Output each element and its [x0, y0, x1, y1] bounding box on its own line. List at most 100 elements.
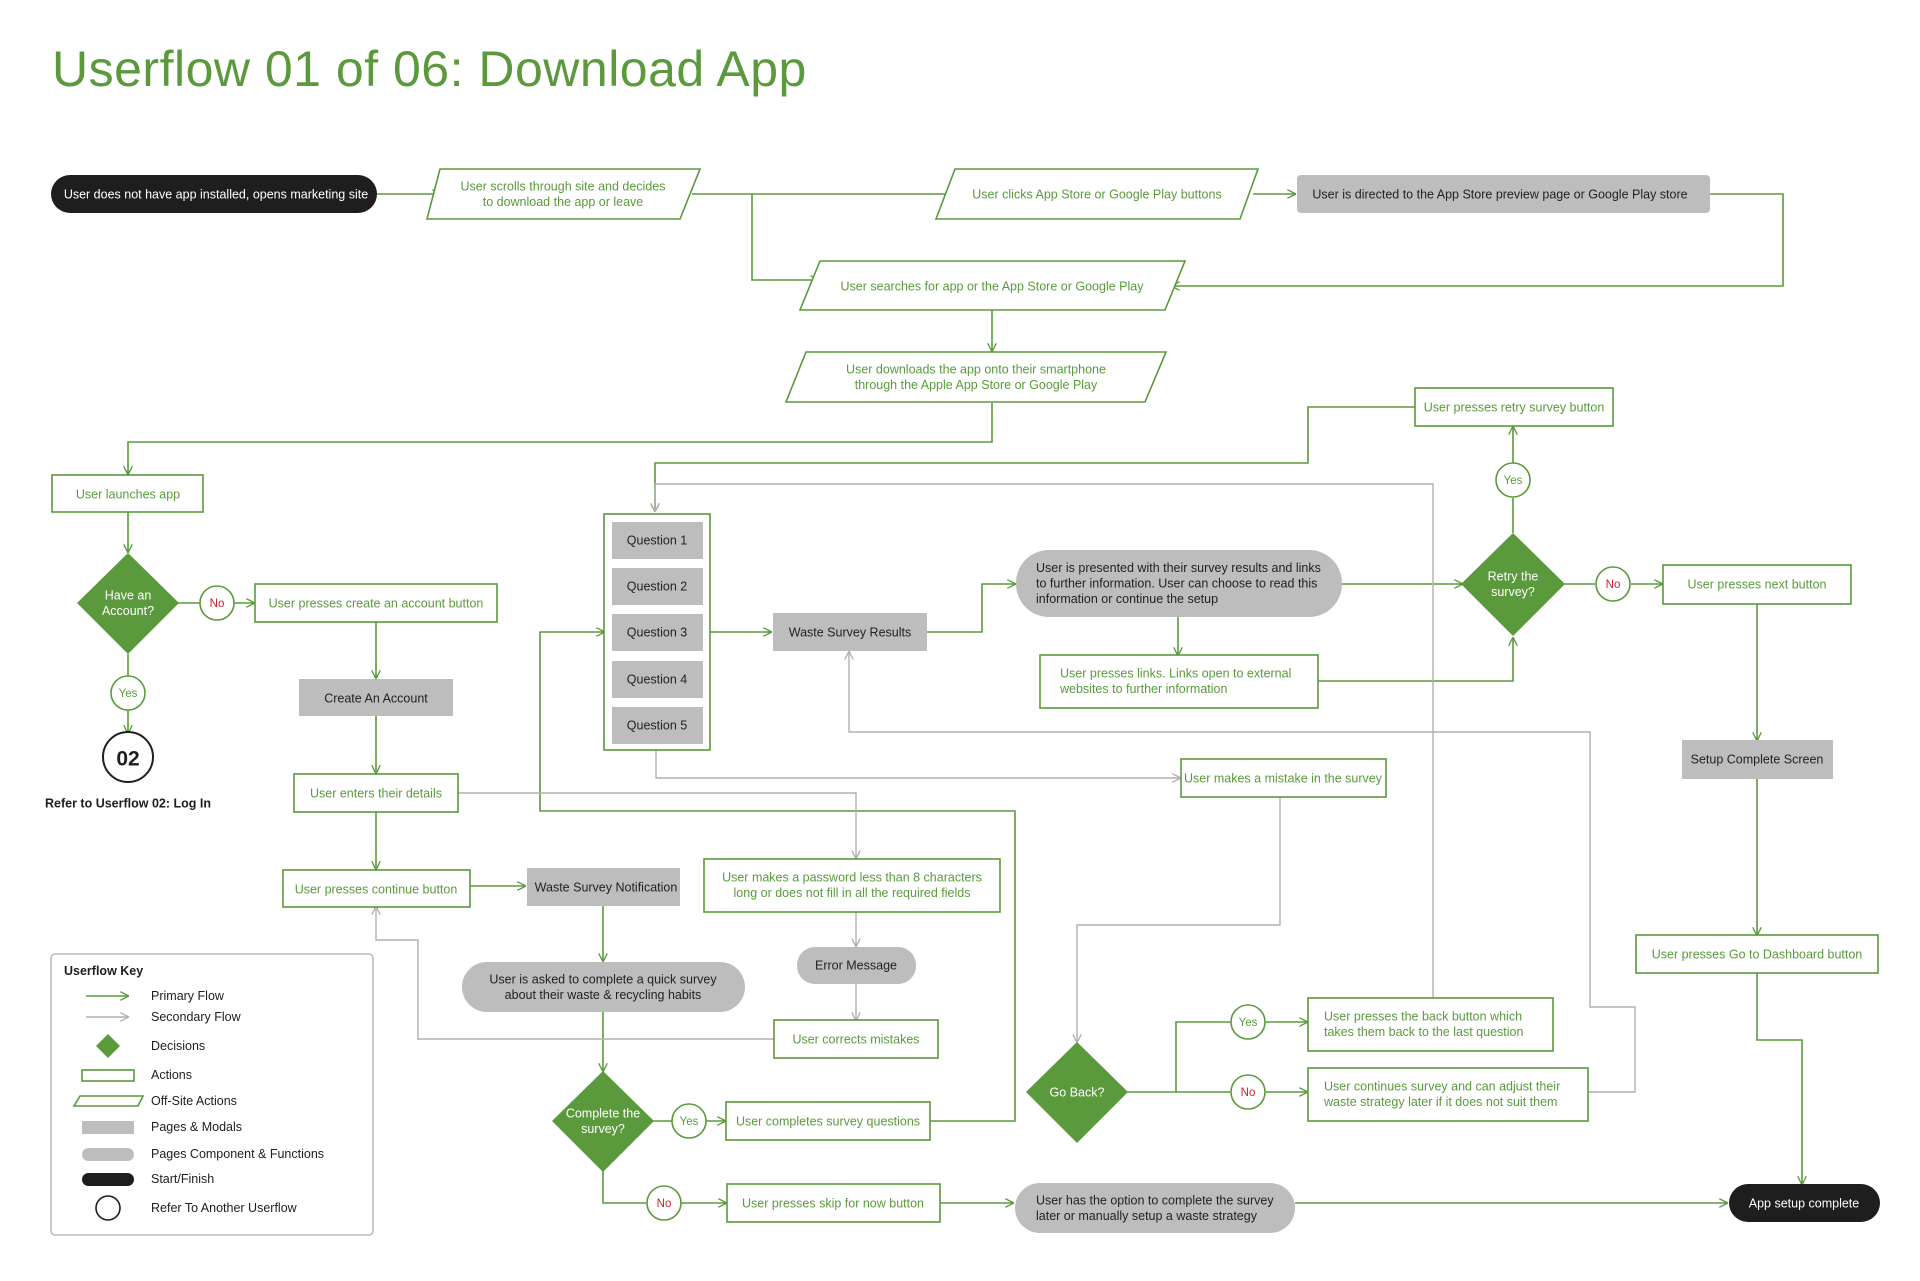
edge-complete-no [602, 1171, 646, 1204]
node-presses-links-text: User presses links. Links open to extern… [1059, 667, 1291, 697]
key-parallelogram-icon [72, 1095, 145, 1107]
node-create-account-page: Create An Account [299, 679, 453, 716]
edge-links-retry [1318, 638, 1513, 682]
primary-connectors [128, 194, 1802, 1203]
key-refer-label: Refer To Another Userflow [151, 1201, 298, 1215]
node-mistake-survey-text: User makes a mistake in the survey [1184, 771, 1383, 785]
node-clicks-store: User clicks App Store or Google Play but… [934, 168, 1260, 220]
decision-go-back-text: Go Back? [1050, 1085, 1105, 1099]
key-primary-label: Primary Flow [151, 989, 225, 1003]
edge-directed-searches [1172, 193, 1784, 286]
badge-no-complete: No [646, 1185, 682, 1221]
node-directed-store-text: User is directed to the App Store previe… [1312, 187, 1687, 201]
key-action-rect-icon [81, 1069, 135, 1082]
node-next-btn: User presses next button [1662, 564, 1852, 605]
edge-backbtn-questions [655, 483, 1434, 998]
node-start-text: User does not have app installed, opens … [64, 187, 368, 201]
node-clicks-store-text: User clicks App Store or Google Play but… [972, 187, 1221, 201]
badge-no-retry-text: No [1606, 579, 1621, 591]
survey-questions-group: Question 1 Question 2 Question 3 Questio… [603, 513, 711, 751]
node-dashboard-btn: User presses Go to Dashboard button [1635, 934, 1879, 974]
key-gray-rect-icon [82, 1121, 134, 1134]
edge-retrybtn-questions [655, 406, 1415, 511]
node-error-message: Error Message [797, 947, 916, 984]
key-components-label: Pages Component & Functions [151, 1147, 324, 1161]
node-option-later-text: User has the option to complete the surv… [1036, 1194, 1274, 1224]
badge-yes-complete: Yes [671, 1103, 707, 1139]
node-next-btn-text: User presses next button [1688, 577, 1827, 591]
node-survey-results: Waste Survey Results [773, 613, 927, 651]
node-presented-results: User is presented with their survey resu… [1016, 550, 1342, 617]
node-completes-questions: User completes survey questions [725, 1101, 931, 1141]
node-launches-text: User launches app [76, 487, 180, 501]
edge-mistake-goback [1077, 797, 1281, 1042]
node-survey-notification-text: Waste Survey Notification [535, 880, 678, 894]
node-create-account-btn: User presses create an account button [254, 583, 498, 623]
node-presses-links: User presses links. Links open to extern… [1039, 654, 1319, 709]
question-1-text: Question 1 [627, 533, 688, 547]
node-retry-btn: User presses retry survey button [1414, 387, 1614, 427]
node-password-error: User makes a password less than 8 charac… [703, 858, 1001, 913]
node-app-setup-complete: App setup complete [1729, 1184, 1880, 1222]
key-actions-label: Actions [151, 1068, 192, 1082]
badge-no-goback: No [1230, 1074, 1266, 1110]
key-circle-icon [95, 1195, 121, 1221]
node-skip-btn-text: User presses skip for now button [742, 1196, 924, 1210]
key-secondary-label: Secondary Flow [151, 1010, 242, 1024]
node-downloads-text: User downloads the app onto their smartp… [846, 363, 1106, 393]
badge-yes-account-text: Yes [119, 688, 138, 700]
edge-goback-yes [1127, 1021, 1230, 1093]
node-setup-complete-screen: Setup Complete Screen [1682, 740, 1833, 779]
key-startfinish-label: Start/Finish [151, 1172, 214, 1186]
question-5: Question 5 [612, 707, 703, 744]
key-title: Userflow Key [64, 964, 143, 978]
badge-yes-goback-text: Yes [1239, 1017, 1258, 1029]
question-3: Question 3 [612, 614, 703, 651]
badge-no-complete-text: No [657, 1198, 672, 1210]
page-title: Userflow 01 of 06: Download App [52, 41, 807, 97]
node-dashboard-btn-text: User presses Go to Dashboard button [1652, 947, 1863, 961]
badge-no-goback-text: No [1241, 1087, 1256, 1099]
node-downloads: User downloads the app onto their smartp… [784, 351, 1168, 403]
node-continues-survey-text: User continues survey and can adjust the… [1323, 1080, 1560, 1110]
node-asked-survey-text: User is asked to complete a quick survey… [489, 973, 717, 1003]
node-setup-complete-screen-text: Setup Complete Screen [1691, 752, 1824, 766]
node-corrects-mistakes: User corrects mistakes [773, 1019, 939, 1059]
badge-no-retry: No [1595, 566, 1631, 602]
edge-dashboard-finish [1756, 973, 1802, 1184]
edge-downloads-launches [128, 403, 993, 474]
node-start: User does not have app installed, opens … [51, 175, 377, 213]
node-enters-details-text: User enters their details [310, 786, 442, 800]
question-2: Question 2 [612, 568, 703, 605]
node-searches-text: User searches for app or the App Store o… [841, 279, 1145, 293]
node-continue-btn: User presses continue button [282, 869, 471, 908]
node-launches: User launches app [51, 474, 204, 513]
badge-yes-goback: Yes [1230, 1004, 1266, 1040]
key-pages-label: Pages & Modals [151, 1120, 242, 1134]
badge-yes-complete-text: Yes [680, 1116, 699, 1128]
question-1: Question 1 [612, 522, 703, 559]
node-enters-details: User enters their details [293, 773, 459, 813]
key-black-pill-icon [82, 1173, 134, 1186]
node-presented-results-text: User is presented with their survey resu… [1036, 561, 1321, 606]
edge-details-password [458, 792, 856, 858]
edge-corrects-continue [376, 907, 774, 1040]
secondary-connectors [376, 483, 1636, 1093]
edge-continues-results [849, 652, 1636, 1093]
key-offsite-label: Off-Site Actions [151, 1094, 237, 1108]
node-completes-questions-text: User completes survey questions [736, 1114, 920, 1128]
edge-questions-mistake [655, 750, 1180, 778]
question-3-text: Question 3 [627, 625, 688, 639]
node-retry-btn-text: User presses retry survey button [1424, 400, 1605, 414]
badge-no-account-text: No [210, 598, 225, 610]
question-4: Question 4 [612, 661, 703, 698]
